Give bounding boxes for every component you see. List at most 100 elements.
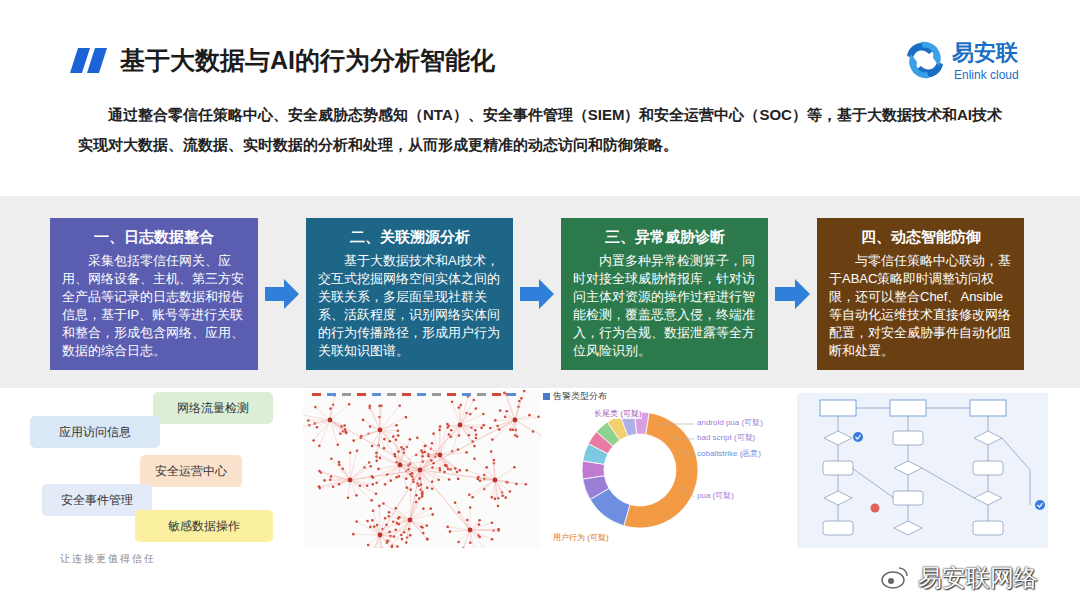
watermark: 易安联网络 — [918, 564, 1038, 593]
graph-dot — [401, 538, 404, 541]
graph-legend-chip — [462, 393, 471, 396]
graph-link — [400, 439, 410, 465]
info-tag: 安全运营中心 — [140, 455, 242, 487]
graph-link — [400, 451, 422, 465]
graph-link — [400, 447, 402, 465]
graph-link — [392, 520, 410, 546]
graph-link — [354, 430, 380, 441]
graph-dot — [476, 478, 479, 481]
graph-link — [400, 460, 431, 465]
graph-link — [492, 480, 495, 497]
graph-dot — [498, 428, 501, 431]
graph-dot — [448, 478, 451, 481]
graph-dot — [532, 430, 535, 433]
graph-dot — [307, 419, 310, 422]
graph-link — [495, 467, 514, 480]
graph-dot — [388, 531, 391, 534]
graph-link — [382, 520, 410, 529]
graph-dot — [378, 405, 381, 408]
graph-dot — [352, 439, 355, 442]
graph-link — [380, 417, 406, 430]
graph-dot — [396, 522, 399, 525]
graph-dot — [329, 478, 332, 481]
graph-link — [498, 420, 515, 426]
graph-link — [388, 520, 410, 541]
graph-dot — [446, 526, 449, 529]
graph-dot — [375, 481, 378, 484]
graph-dot — [395, 476, 398, 479]
graph-dot — [509, 428, 512, 431]
graph-dot — [340, 425, 343, 428]
graph-link — [420, 425, 460, 470]
graph-link — [320, 480, 350, 488]
flowchart-ground — [797, 393, 1048, 548]
flow-diamond — [894, 461, 922, 475]
graph-link — [495, 480, 498, 506]
graph-link — [460, 425, 474, 446]
graph-dot — [397, 517, 400, 520]
graph-link — [470, 530, 492, 539]
graph-dot — [443, 471, 446, 474]
graph-dot — [370, 499, 373, 502]
process-box: 一、日志数据整合采集包括零信任网关、应用、网络设备、主机、第三方安全产品等记录的… — [50, 218, 258, 370]
flow-diamond — [824, 491, 852, 505]
graph-link — [384, 439, 400, 465]
graph-dot — [400, 446, 403, 449]
flow-box — [970, 400, 1006, 416]
graph-dot — [421, 455, 424, 458]
graph-dot — [454, 501, 457, 504]
graph-link — [348, 480, 350, 498]
graph-legend-chip — [417, 393, 426, 396]
chart-label: 用户行为 (可疑) — [553, 533, 609, 543]
graph-link — [379, 465, 400, 469]
graph-link — [350, 463, 369, 480]
graph-dot — [375, 492, 378, 495]
flow-box — [973, 521, 1003, 535]
graph-dot — [372, 476, 375, 479]
graph-dot — [371, 519, 374, 522]
graph-dot — [381, 547, 384, 548]
flow-line — [838, 475, 839, 491]
graph-dot — [473, 399, 476, 402]
graph-dot — [408, 528, 411, 531]
graph-dot — [503, 392, 506, 395]
graph-hub — [328, 418, 333, 423]
graph-link — [490, 420, 515, 428]
graph-dot — [367, 544, 370, 547]
info-tag: 敏感数据操作 — [135, 510, 273, 542]
graph-dot — [480, 427, 483, 430]
graph-link — [420, 470, 422, 493]
graph-dot — [459, 404, 462, 407]
flow-line — [908, 475, 909, 491]
graph-dot — [318, 485, 321, 488]
flow-box — [893, 431, 923, 445]
flow-arrow — [265, 279, 299, 309]
graph-dot — [491, 496, 494, 499]
graph-legend-chip — [312, 393, 321, 396]
graph-link — [460, 425, 484, 426]
flow-box — [823, 521, 853, 535]
graph-link — [420, 470, 449, 479]
flow-line — [838, 445, 839, 461]
check-badge — [853, 432, 863, 442]
graph-link — [460, 425, 476, 435]
box-heading: 一、日志数据整合 — [62, 226, 246, 248]
graph-dot — [387, 515, 390, 518]
graph-legend-chip — [402, 393, 411, 396]
graph-dot — [397, 429, 400, 432]
graph-dot — [432, 462, 435, 465]
graph-link — [470, 529, 499, 531]
graph-dot — [457, 406, 460, 409]
box-body: 基于大数据技术和AI技术，交互式挖掘网络空间实体之间的关联关系，多层面呈现社群关… — [318, 252, 501, 360]
graph-dot — [424, 451, 427, 454]
graph-dot — [421, 495, 424, 498]
graph-dot — [332, 485, 335, 488]
graph-hub — [468, 528, 473, 533]
graph-link — [380, 458, 400, 465]
box-heading: 四、动态智能防御 — [829, 226, 1012, 248]
graph-dot — [490, 450, 493, 453]
graph-dot — [525, 483, 528, 486]
graph-link — [319, 480, 350, 487]
